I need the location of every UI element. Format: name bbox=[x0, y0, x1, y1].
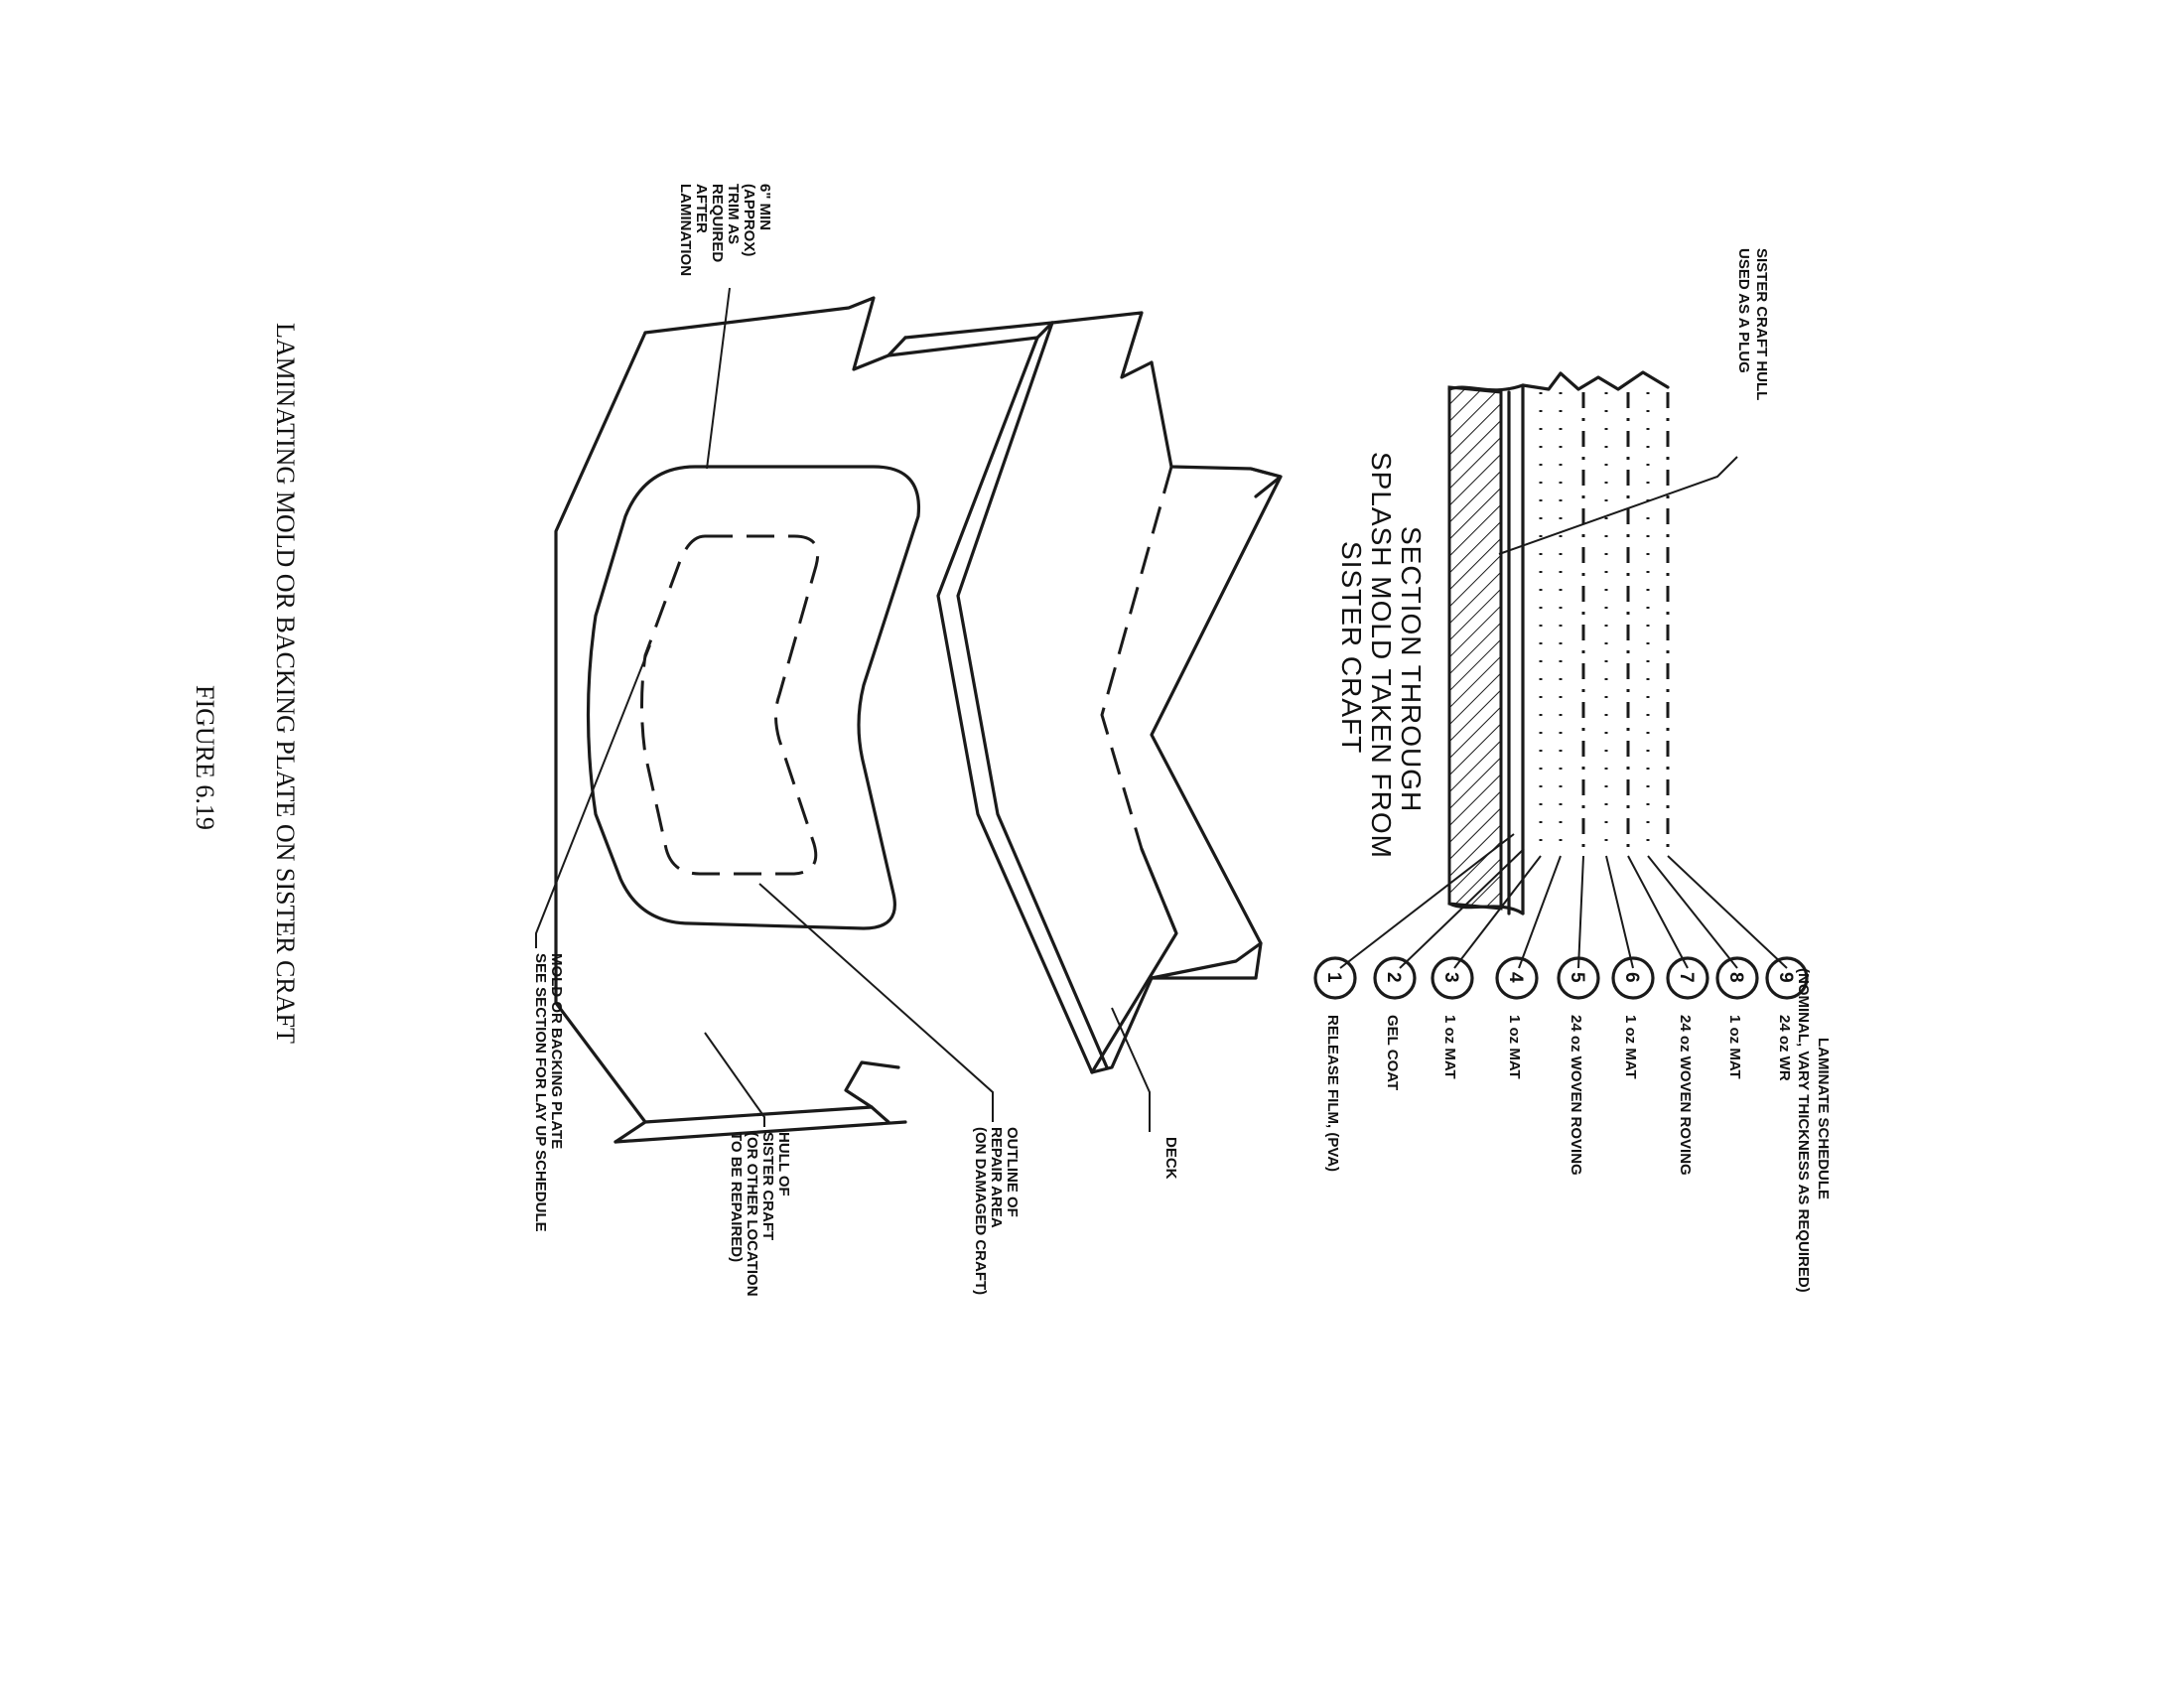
hull-break-bottom bbox=[870, 1105, 890, 1124]
layer-circle-5 bbox=[1557, 956, 1600, 1000]
section-title-line-1: SECTION THROUGH bbox=[1396, 526, 1427, 812]
section-title-line-3: SISTER CRAFT bbox=[1336, 541, 1367, 754]
layer-label-8: 1 oz MAT bbox=[1726, 1015, 1743, 1079]
layer-number-3: 3 bbox=[1440, 972, 1461, 983]
layer-circle-8 bbox=[1715, 956, 1759, 1000]
layer-number-5: 5 bbox=[1567, 972, 1587, 983]
plug-top-edge bbox=[1447, 383, 1525, 392]
layer-labels: RELEASE FILM, (PVA) GEL COAT 1 oz MAT 1 … bbox=[1324, 1015, 1793, 1176]
plate-label-line-1: MOLD OR BACKING PLATE bbox=[548, 953, 565, 1149]
deck-corner bbox=[1249, 467, 1283, 498]
layer-label-9: 24 oz WR bbox=[1776, 1015, 1793, 1081]
laminate-top-break bbox=[1521, 370, 1670, 391]
trim-note-line-6: LAMINATION bbox=[677, 184, 694, 276]
layer-number-7: 7 bbox=[1676, 972, 1697, 983]
layer-number-1: 1 bbox=[1323, 972, 1344, 983]
hull-top-break bbox=[1050, 311, 1154, 379]
deck-lower-edge bbox=[1090, 847, 1178, 1074]
outline-label: OUTLINE OF REPAIR AREA (ON DAMAGED CRAFT… bbox=[972, 1127, 1021, 1295]
layer-circle-7 bbox=[1666, 956, 1709, 1000]
deck-label: DECK bbox=[1162, 1137, 1179, 1180]
section-detail: 1 2 3 4 5 6 7 8 9 RELEASE FILM, (PVA) GE… bbox=[1313, 248, 1832, 1293]
trim-note-leader bbox=[706, 287, 731, 470]
plug-label-line-2: USED AS A PLUG bbox=[1735, 248, 1752, 373]
hull-top-join bbox=[1035, 321, 1054, 340]
layer-label-7: 24 oz WOVEN ROVING bbox=[1677, 1015, 1694, 1176]
trim-note-line-4: REQUIRED bbox=[709, 184, 726, 262]
figure-caption: LAMINATING MOLD OR BACKING PLATE ON SIST… bbox=[191, 323, 300, 1044]
hull-strake-2 bbox=[903, 321, 1109, 1069]
layer-number-9: 9 bbox=[1775, 972, 1796, 983]
hull-panel-outline bbox=[554, 296, 907, 1144]
schedule-heading-line-2: (NOMINAL, VARY THICKNESS AS REQUIRED) bbox=[1795, 968, 1812, 1293]
plate-label: MOLD OR BACKING PLATE SEE SECTION FOR LA… bbox=[532, 953, 565, 1232]
laminate-layers bbox=[1539, 392, 1670, 854]
trim-note-line-3: TRIM AS bbox=[725, 184, 742, 244]
layer-label-2: GEL COAT bbox=[1384, 1015, 1401, 1090]
layer-number-circles: 1 2 3 4 5 6 7 8 9 bbox=[1313, 956, 1809, 1000]
repair-outline-dashed bbox=[640, 534, 820, 876]
layer-label-5: 24 oz WOVEN ROVING bbox=[1568, 1015, 1584, 1176]
hull-label-line-4: TO BE REPAIRED) bbox=[728, 1132, 745, 1262]
layer-circle-2 bbox=[1373, 956, 1417, 1000]
layer-circle-3 bbox=[1431, 956, 1474, 1000]
hull-label-line-3: (OR OTHER LOCATION bbox=[744, 1132, 760, 1297]
mold-drawing: 6" MIN (APPROX) TRIM AS REQUIRED AFTER L… bbox=[532, 184, 1283, 1297]
layer-number-6: 6 bbox=[1621, 972, 1642, 983]
outline-label-line-3: (ON DAMAGED CRAFT) bbox=[972, 1127, 989, 1295]
plug-bottom-edge bbox=[1447, 902, 1525, 915]
layer-circle-9 bbox=[1765, 956, 1809, 1000]
hull-plug-hatch bbox=[1447, 385, 1503, 911]
deck-edge bbox=[1090, 360, 1283, 1074]
layer-number-4: 4 bbox=[1505, 972, 1526, 983]
layer-circle-4 bbox=[1495, 956, 1539, 1000]
caption-title: LAMINATING MOLD OR BACKING PLATE ON SIST… bbox=[271, 323, 300, 1044]
trim-note-line-1: 6" MIN bbox=[756, 184, 773, 230]
schedule-heading-line-1: LAMINATE SCHEDULE bbox=[1815, 1038, 1832, 1199]
layer-label-4: 1 oz MAT bbox=[1506, 1015, 1523, 1079]
hull-strake-1 bbox=[887, 336, 1094, 1074]
outline-leader bbox=[758, 883, 994, 1122]
plug-leader bbox=[1498, 456, 1738, 555]
layer-circle-1 bbox=[1313, 956, 1357, 1000]
caption-figure-number: FIGURE 6.19 bbox=[191, 685, 219, 830]
plate-label-line-2: SEE SECTION FOR LAY UP SCHEDULE bbox=[532, 953, 549, 1232]
deck-leader bbox=[1111, 1007, 1151, 1132]
hull-label-line-2: SISTER CRAFT bbox=[759, 1132, 776, 1240]
deck-hidden-line bbox=[1100, 466, 1178, 934]
layer-label-3: 1 oz MAT bbox=[1441, 1015, 1458, 1079]
deck-thickness bbox=[1150, 941, 1263, 980]
outline-label-line-1: OUTLINE OF bbox=[1004, 1127, 1021, 1217]
layer-label-1: RELEASE FILM, (PVA) bbox=[1324, 1015, 1341, 1172]
hull-label: HULL OF SISTER CRAFT (OR OTHER LOCATION … bbox=[728, 1132, 792, 1297]
trim-note-line-2: (APPROX) bbox=[741, 184, 757, 256]
section-title-line-2: SPLASH MOLD TAKEN FROM bbox=[1366, 452, 1397, 859]
plate-leader bbox=[535, 644, 651, 948]
layer-circle-6 bbox=[1611, 956, 1655, 1000]
hull-bottom-edge bbox=[614, 1120, 907, 1144]
hull-leader bbox=[704, 1032, 765, 1127]
plug-label-line-1: SISTER CRAFT HULL bbox=[1753, 248, 1770, 400]
trim-note: 6" MIN (APPROX) TRIM AS REQUIRED AFTER L… bbox=[677, 184, 773, 276]
layer-label-6: 1 oz MAT bbox=[1622, 1015, 1639, 1079]
outline-label-line-2: REPAIR AREA bbox=[988, 1127, 1005, 1228]
hull-label-line-1: HULL OF bbox=[775, 1132, 792, 1196]
backing-plate-outline bbox=[586, 465, 921, 930]
layer-number-2: 2 bbox=[1383, 972, 1404, 983]
layer-leaders bbox=[1339, 833, 1788, 969]
trim-note-line-5: AFTER bbox=[693, 184, 710, 233]
layer-number-8: 8 bbox=[1725, 972, 1746, 983]
